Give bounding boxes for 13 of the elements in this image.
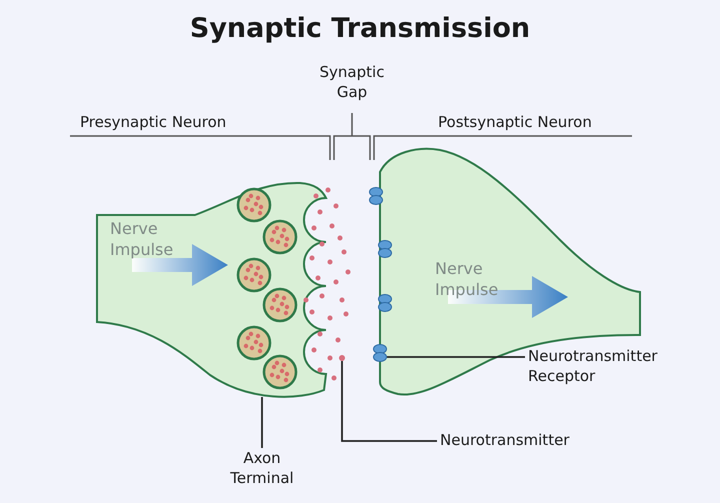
- leader-line: [261, 397, 263, 448]
- region-label: Postsynaptic Neuron: [438, 112, 593, 132]
- callout-label: Neurotransmitter: [440, 430, 570, 450]
- region-label: Presynaptic Neuron: [80, 112, 228, 132]
- callout-label: Neurotransmitter Receptor: [528, 346, 658, 386]
- direction-label: Nerve Impulse: [435, 258, 500, 300]
- direction-label: Nerve Impulse: [110, 218, 174, 260]
- region-label: Synaptic Gap: [318, 62, 386, 102]
- neurotransmitter-dot: [339, 355, 345, 361]
- receptor-icon: [373, 344, 387, 362]
- callout-label: Axon Terminal: [229, 448, 295, 488]
- leader-line: [341, 361, 437, 442]
- title: Synaptic Transmission: [188, 12, 532, 46]
